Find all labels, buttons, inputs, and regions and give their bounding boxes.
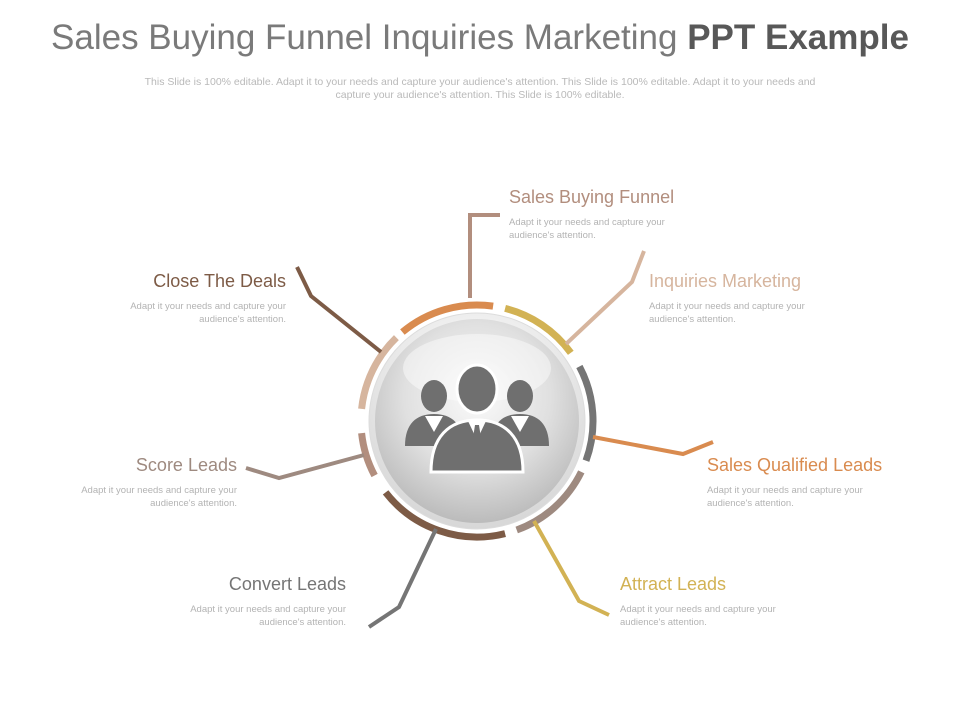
connector-line-0	[468, 213, 500, 298]
segment-label-score-leads: Score Leads Adapt it your needs and capt…	[0, 455, 237, 510]
connector-lines	[245, 213, 714, 629]
slide-subtitle: This Slide is 100% editable. Adapt it to…	[144, 76, 816, 101]
segment-desc: Adapt it your needs and capture your aud…	[190, 604, 346, 628]
ring-segment-6	[382, 490, 506, 541]
title-bold: PPT Example	[687, 18, 909, 57]
segment-desc: Adapt it your needs and capture your aud…	[707, 485, 863, 509]
connector-line-4	[367, 528, 438, 629]
ring-segment-5	[515, 470, 585, 534]
ring-segment-0	[358, 432, 378, 478]
segment-label-convert-leads: Convert Leads Adapt it your needs and ca…	[46, 574, 346, 629]
segment-desc: Adapt it your needs and capture your aud…	[81, 485, 237, 509]
segment-title: Attract Leads	[620, 574, 727, 594]
segment-title: Inquiries Marketing	[649, 271, 802, 291]
segment-title: Score Leads	[135, 455, 237, 475]
connector-line-2	[592, 435, 714, 457]
segment-desc: Adapt it your needs and capture your aud…	[649, 301, 805, 325]
connector-line-1	[564, 250, 646, 346]
segment-label-sales-buying-funnel: Sales Buying Funnel Adapt it your needs …	[509, 187, 809, 242]
ring-segment-3	[504, 305, 574, 355]
segment-title: Sales Qualified Leads	[707, 455, 883, 475]
segment-desc: Adapt it your needs and capture your aud…	[509, 217, 665, 241]
segment-desc: Adapt it your needs and capture your aud…	[130, 301, 286, 325]
title-main: Sales Buying Funnel Inquiries Marketing	[51, 18, 678, 57]
segment-desc: Adapt it your needs and capture your aud…	[620, 604, 776, 628]
slide-title: Sales Buying Funnel Inquiries Marketing …	[0, 18, 960, 58]
connector-line-6	[295, 266, 383, 354]
segment-label-inquiries-marketing: Inquiries Marketing Adapt it your needs …	[649, 271, 949, 326]
segment-label-attract-leads: Attract Leads Adapt it your needs and ca…	[620, 574, 920, 629]
ring-segment-4	[576, 364, 597, 462]
people-group-icon	[405, 363, 549, 474]
segment-title: Convert Leads	[228, 574, 346, 594]
segment-label-sales-qualified-leads: Sales Qualified Leads Adapt it your need…	[707, 455, 960, 510]
connector-line-5	[245, 453, 365, 481]
ring-segment-1	[358, 335, 399, 410]
segment-title: Close The Deals	[153, 271, 286, 291]
connector-line-3	[532, 520, 610, 617]
ring-segment-2	[400, 301, 494, 335]
segment-title: Sales Buying Funnel	[509, 187, 675, 207]
ring-segments	[358, 301, 597, 541]
segment-label-close-the-deals: Close The Deals Adapt it your needs and …	[0, 271, 286, 326]
